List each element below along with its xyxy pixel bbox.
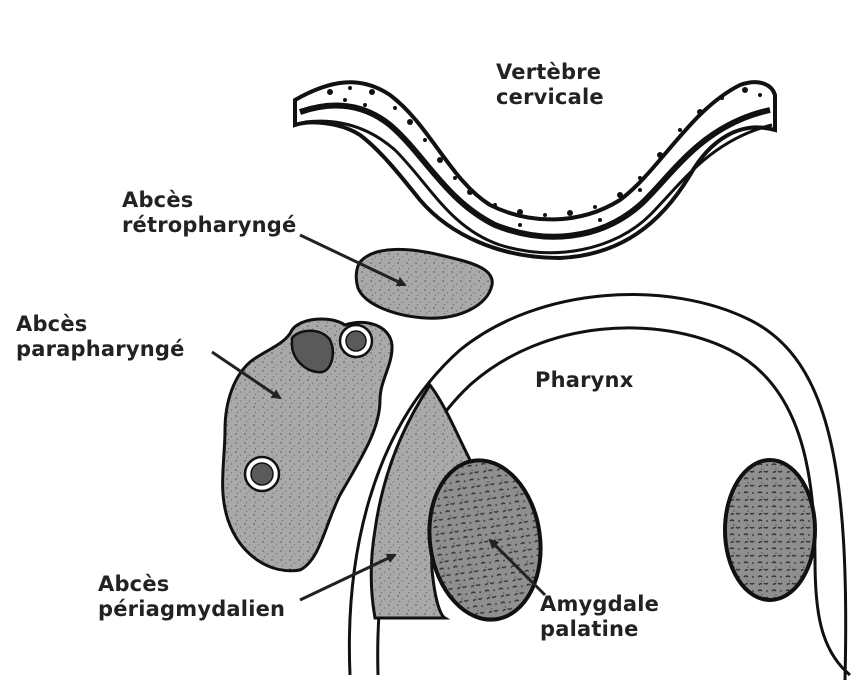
label-retro-line1: Abcès bbox=[122, 188, 296, 213]
label-retropharyngeal: Abcès rétropharyngé bbox=[122, 188, 296, 238]
label-periamygdalian: Abcès périagmydalien bbox=[98, 572, 285, 622]
label-parapharyngeal: Abcès parapharyngé bbox=[16, 312, 185, 362]
label-pharynx-line1: Pharynx bbox=[535, 368, 633, 393]
label-vertebre-line1: Vertèbre bbox=[496, 60, 604, 85]
label-peri-line2: périagmydalien bbox=[98, 597, 285, 622]
right-palatine-tonsil bbox=[725, 460, 815, 600]
label-amygdale: Amygdale palatine bbox=[540, 592, 659, 642]
label-vertebre: Vertèbre cervicale bbox=[496, 60, 604, 110]
label-para-line1: Abcès bbox=[16, 312, 185, 337]
label-amygdale-line1: Amygdale bbox=[540, 592, 659, 617]
label-retro-line2: rétropharyngé bbox=[122, 213, 296, 238]
label-vertebre-line2: cervicale bbox=[496, 85, 604, 110]
retropharyngeal-abscess bbox=[356, 249, 492, 318]
label-amygdale-line2: palatine bbox=[540, 617, 659, 642]
label-pharynx: Pharynx bbox=[535, 368, 633, 393]
label-peri-line1: Abcès bbox=[98, 572, 285, 597]
label-para-line2: parapharyngé bbox=[16, 337, 185, 362]
parapharyngeal-abscess bbox=[223, 319, 392, 571]
